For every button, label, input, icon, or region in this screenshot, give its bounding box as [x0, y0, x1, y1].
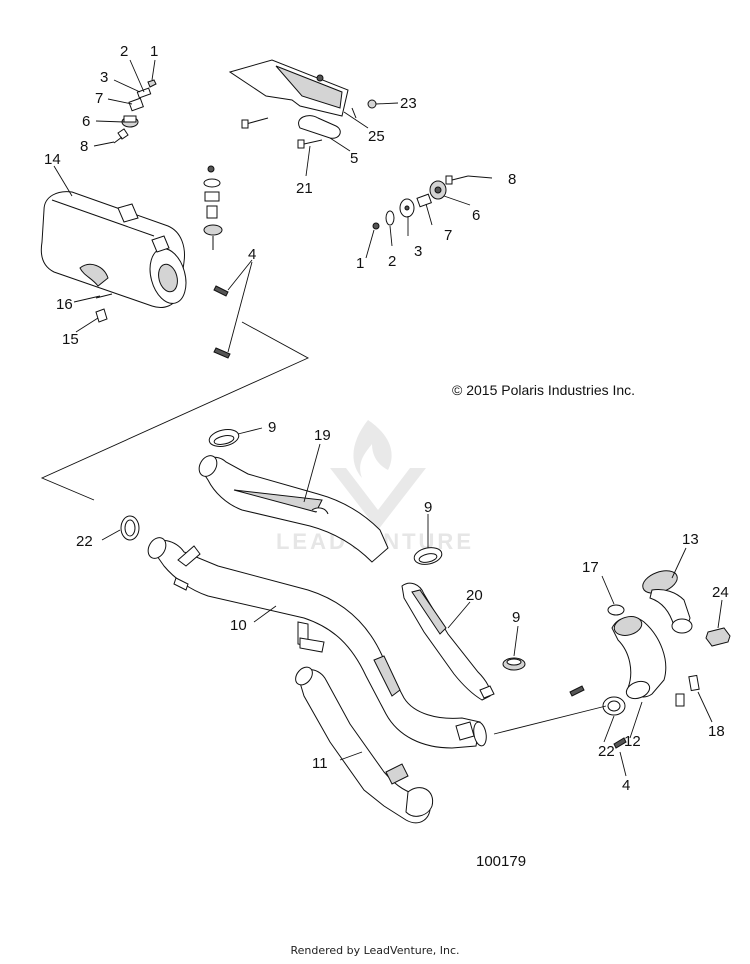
- callout-9-mid: 9: [424, 499, 432, 516]
- callout-22-left: 22: [76, 533, 93, 550]
- callout-3-top: 3: [100, 69, 108, 86]
- callout-16: 16: [56, 296, 73, 313]
- gasket-22-left: [120, 515, 140, 541]
- callout-22-right: 22: [598, 743, 615, 760]
- studs-18: [675, 674, 700, 707]
- callout-13: 13: [682, 531, 699, 548]
- callout-14: 14: [44, 151, 61, 168]
- leaders-20-9: [427, 514, 519, 657]
- leaders-11: [339, 751, 363, 761]
- callout-25: 25: [368, 128, 385, 145]
- head-pipe-13: [642, 570, 693, 634]
- figure-number: 100179: [476, 853, 526, 870]
- leaders-left-stack: [93, 59, 156, 147]
- gasket-22-right: [602, 696, 626, 716]
- head-pipe-12: [611, 616, 667, 700]
- leaders-right-stack: [365, 175, 493, 259]
- leaders-muffler: [53, 165, 101, 333]
- gasket-17: [607, 604, 625, 616]
- footer-credit: Rendered by LeadVenture, Inc.: [290, 944, 460, 957]
- callout-1-right: 1: [356, 255, 364, 272]
- bolt-stack-right: [372, 175, 469, 230]
- assembly-guide-line: [40, 321, 310, 501]
- callout-19: 19: [314, 427, 331, 444]
- callout-6-top: 6: [82, 113, 90, 130]
- callout-9-low: 9: [512, 609, 520, 626]
- leaders-springs-upper: [227, 259, 253, 353]
- callout-4-low: 4: [622, 777, 630, 794]
- callout-8-right: 8: [508, 171, 516, 188]
- callout-2-top: 2: [120, 43, 128, 60]
- muffler: [40, 191, 187, 323]
- copyright-text: © 2015 Polaris Industries Inc.: [452, 382, 635, 398]
- callout-15: 15: [62, 331, 79, 348]
- pipe-20: [401, 582, 495, 701]
- leaders-10-22: [101, 529, 277, 623]
- callout-1-top: 1: [150, 43, 158, 60]
- callout-21: 21: [296, 180, 313, 197]
- bolt-stack-left: [113, 79, 157, 144]
- callout-20: 20: [466, 587, 483, 604]
- callout-17: 17: [582, 559, 599, 576]
- callout-6-right: 6: [472, 207, 480, 224]
- callout-11: 11: [312, 755, 328, 772]
- callout-5: 5: [350, 150, 358, 167]
- leaders-bracket: [305, 102, 399, 177]
- pipe-11: [295, 666, 434, 824]
- pipe-19: [198, 455, 389, 563]
- callout-4-top: 4: [248, 246, 256, 263]
- callout-2-right: 2: [388, 253, 396, 270]
- clamp-9-low: [502, 657, 526, 671]
- callout-7-top: 7: [95, 90, 103, 107]
- callout-7-right: 7: [444, 227, 452, 244]
- callout-9-top: 9: [268, 419, 276, 436]
- springs-upper: [213, 285, 231, 359]
- callout-3-right: 3: [414, 243, 422, 260]
- callout-10: 10: [230, 617, 247, 634]
- springs-lower: [569, 685, 627, 749]
- callout-23: 23: [400, 95, 417, 112]
- mount-stack: [203, 165, 223, 250]
- leaders-19-9: [237, 427, 321, 503]
- pipe-10: [147, 537, 487, 749]
- callout-8-top: 8: [80, 138, 88, 155]
- callout-12: 12: [624, 733, 641, 750]
- clamp-9-top: [208, 429, 240, 447]
- nut-24: [705, 627, 731, 647]
- callout-labels: 2 1 3 7 6 8 14 16 15 4 23 25 5 21 8 6 7 …: [44, 43, 729, 870]
- callout-18: 18: [708, 723, 725, 740]
- leaders-head-pipe: [493, 547, 723, 777]
- clamp-9-mid: [413, 547, 443, 565]
- heat-shield-bracket: [228, 59, 377, 149]
- callout-24: 24: [712, 584, 729, 601]
